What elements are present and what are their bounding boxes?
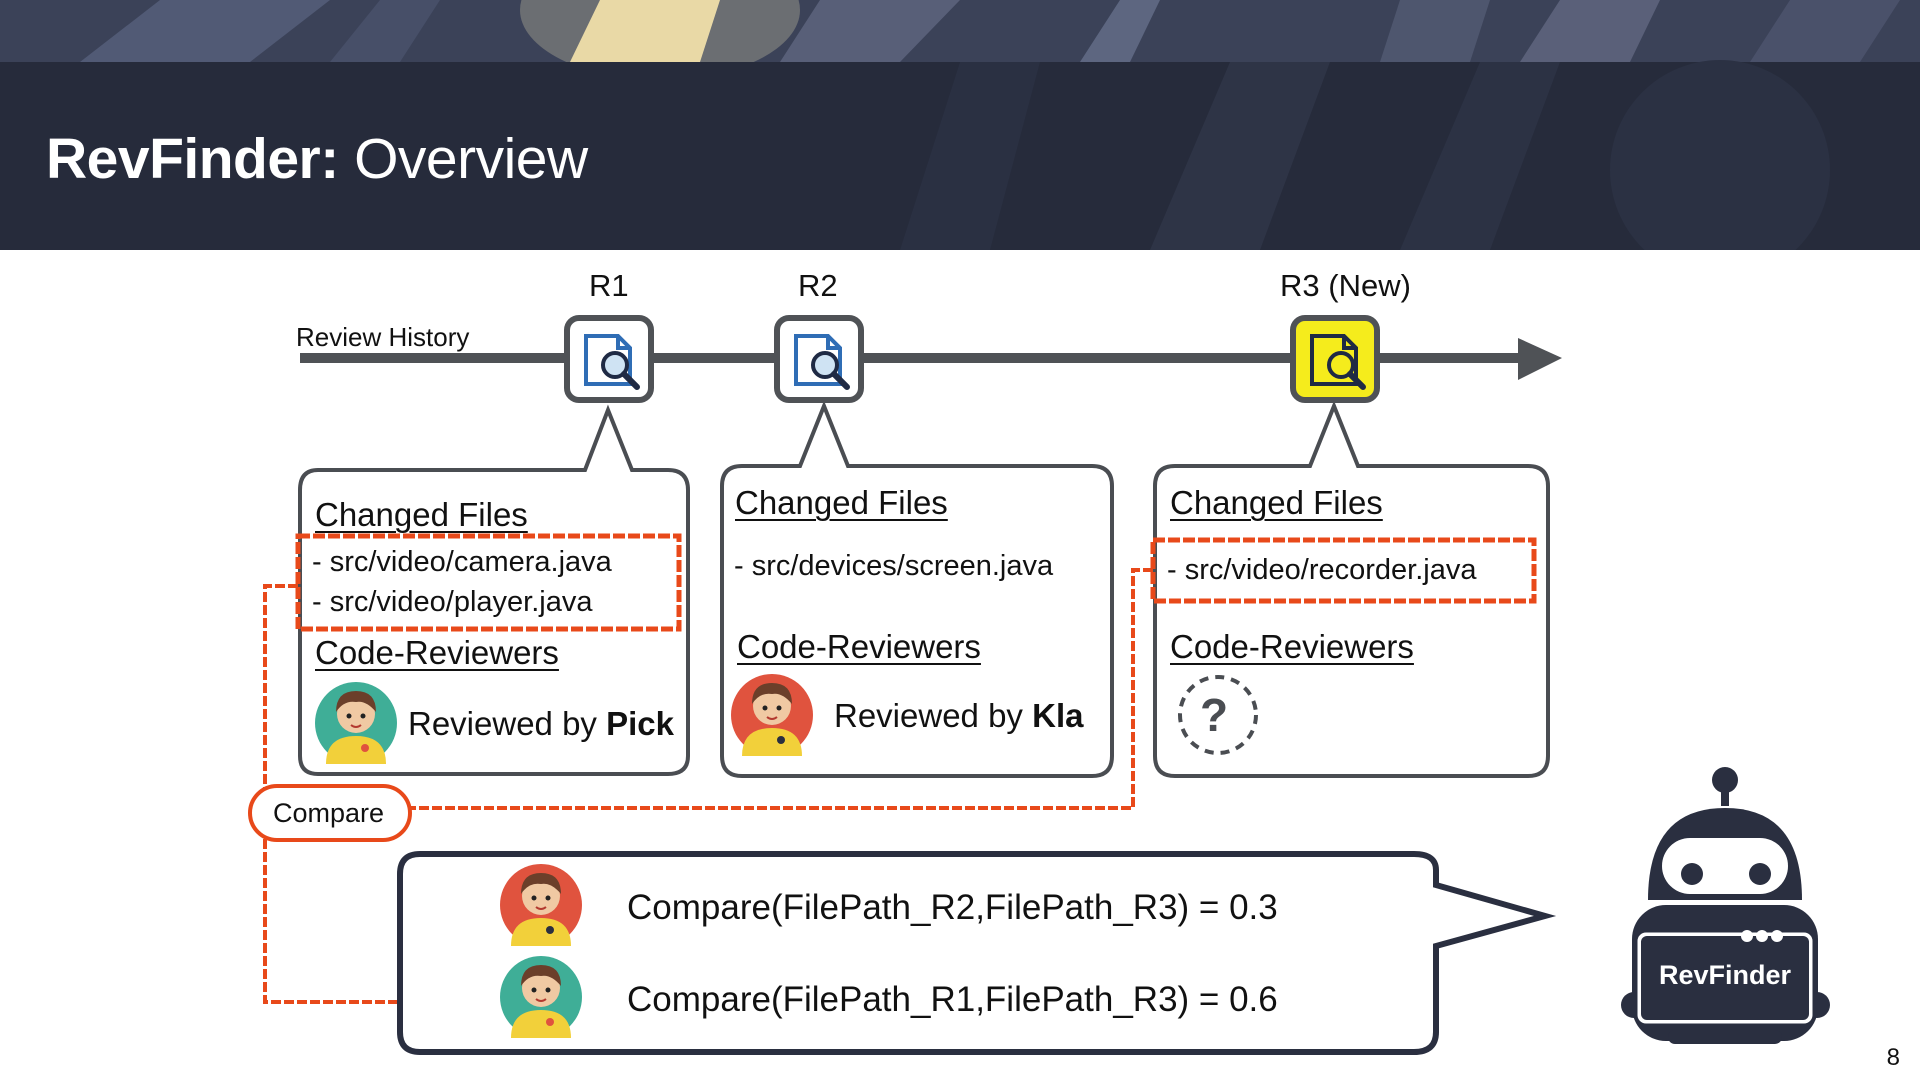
review-icon-r1[interactable]	[564, 315, 654, 403]
card-r2	[720, 400, 1114, 778]
card-r3	[1153, 400, 1550, 778]
r1-file-2: - src/video/player.java	[312, 586, 593, 618]
review-label-r1: R1	[589, 268, 629, 303]
slide-title: RevFinder: Overview	[46, 126, 588, 192]
result-speech-bubble	[397, 851, 1557, 1055]
timeline-arrowhead	[1518, 338, 1562, 380]
compare-label: Compare	[273, 798, 385, 828]
header-background-image	[0, 0, 1920, 250]
r1-changed-files-heading: Changed Files	[315, 496, 528, 533]
r2-reviewed-by: Reviewed by Kla	[834, 697, 1083, 735]
compare-pill	[248, 784, 412, 842]
slide-title-bold: RevFinder:	[46, 127, 339, 191]
revfinder-robot	[1621, 767, 1830, 1044]
slide-title-rest: Overview	[338, 127, 588, 191]
r1-reviewed-prefix: Reviewed by	[408, 705, 607, 742]
r2-file-1: - src/devices/screen.java	[734, 550, 1054, 582]
robot-label: RevFinder	[1658, 960, 1792, 990]
r3-reviewers-heading: Code-Reviewers	[1170, 628, 1414, 665]
r1-reviewed-by: Reviewed by Pick	[408, 705, 674, 743]
page-number: 8	[1886, 1044, 1900, 1071]
highlight-r1-files	[295, 533, 682, 632]
avatar-pick-result	[500, 956, 582, 1038]
highlight-r3-files	[1150, 537, 1537, 604]
unknown-reviewer-symbol: ?	[1200, 689, 1229, 741]
r1-file-1: - src/video/camera.java	[312, 546, 612, 578]
compare-result-r1: Compare(FilePath_R1,FilePath_R3) = 0.6	[627, 980, 1278, 1019]
r2-reviewers-heading: Code-Reviewers	[737, 628, 981, 665]
review-icon-r2[interactable]	[774, 315, 864, 403]
avatar-kla	[731, 674, 813, 756]
review-label-r2: R2	[798, 268, 838, 303]
r3-file-1: - src/video/recorder.java	[1167, 554, 1477, 586]
r1-reviewers-heading: Code-Reviewers	[315, 634, 559, 671]
avatar-kla-result	[500, 864, 582, 946]
r3-changed-files-heading: Changed Files	[1170, 484, 1383, 521]
card-r1	[298, 404, 690, 776]
r2-changed-files-heading: Changed Files	[735, 484, 948, 521]
unknown-reviewer-circle	[1178, 675, 1258, 755]
avatar-pick	[315, 682, 397, 764]
slide-header: RevFinder: Overview	[0, 0, 1920, 250]
review-history-label: Review History	[296, 322, 470, 352]
review-label-r3: R3 (New)	[1280, 268, 1411, 303]
r1-reviewer-name: Pick	[606, 705, 674, 742]
r2-reviewer-name: Kla	[1032, 697, 1084, 734]
r2-reviewed-prefix: Reviewed by	[834, 697, 1033, 734]
compare-line-r3	[410, 568, 1153, 810]
review-icon-r3-new[interactable]	[1290, 315, 1380, 403]
compare-result-r2: Compare(FilePath_R2,FilePath_R3) = 0.3	[627, 888, 1278, 927]
